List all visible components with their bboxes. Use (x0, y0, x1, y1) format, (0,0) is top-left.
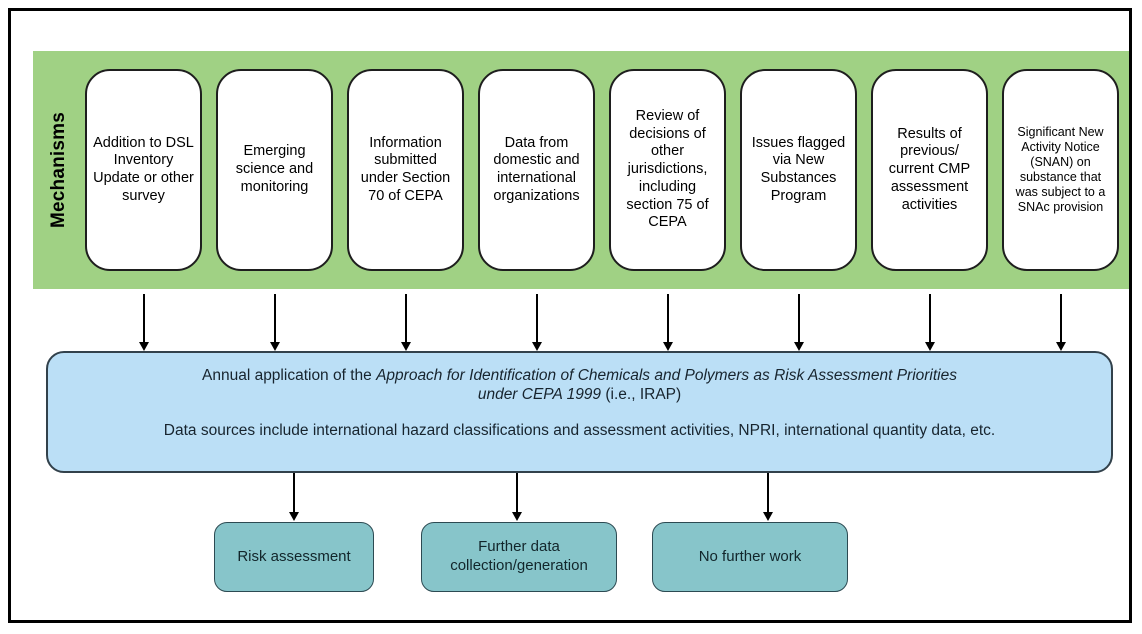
mechanism-box-other-jurisdictions: Review of decisions of other jurisdictio… (609, 69, 726, 271)
down-arrow-icon (288, 473, 300, 521)
arrow-row-spacer (33, 289, 85, 351)
mechanism-box-new-substances: Issues flagged via New Substances Progra… (740, 69, 857, 271)
mechanism-box-snac: Significant New Activity Notice (SNAN) o… (1002, 69, 1119, 271)
mechanism-box-emerging-science: Emerging science and monitoring (216, 69, 333, 271)
irap-line2-regular: (i.e., IRAP) (601, 386, 682, 403)
down-arrow-icon (662, 289, 673, 351)
mechanism-box-section-70: Information submitted under Section 70 o… (347, 69, 464, 271)
irap-line1: Annual application of the Approach for I… (74, 366, 1085, 385)
down-arrow-icon (269, 289, 280, 351)
mechanism-box-dsl-inventory: Addition to DSL Inventory Update or othe… (85, 69, 202, 271)
mechanism-boxes-row: Addition to DSL Inventory Update or othe… (85, 51, 1129, 289)
down-arrow-icon (400, 289, 411, 351)
mechanism-arrows-row (33, 289, 1129, 351)
outcome-box-no-further-work: No further work (652, 522, 848, 592)
outcome-arrow-2 (511, 473, 523, 521)
outcome-box-risk-assessment: Risk assessment (214, 522, 374, 592)
mechanisms-label: Mechanisms (48, 111, 70, 229)
outer-frame: Mechanisms Addition to DSL Inventory Upd… (8, 8, 1132, 623)
outcome-arrow-1 (288, 473, 300, 521)
mechanisms-band: Mechanisms Addition to DSL Inventory Upd… (33, 51, 1129, 289)
down-arrow-icon (924, 289, 935, 351)
outcome-box-further-data: Further data collection/generation (421, 522, 617, 592)
mechanism-box-domestic-international-data: Data from domestic and international org… (478, 69, 595, 271)
irap-line1-regular: Annual application of the (202, 367, 377, 384)
irap-data-sources-line: Data sources include international hazar… (163, 422, 996, 439)
down-arrow-icon (138, 289, 149, 351)
outcome-arrow-3 (762, 473, 774, 521)
down-arrow-icon (1055, 289, 1066, 351)
down-arrow-icon (531, 289, 542, 351)
down-arrow-icon (762, 473, 774, 521)
irap-process-box: Annual application of the Approach for I… (46, 351, 1113, 473)
down-arrow-icon (793, 289, 804, 351)
mechanisms-label-column: Mechanisms (33, 51, 85, 289)
arrow-cells (85, 289, 1129, 351)
down-arrow-icon (511, 473, 523, 521)
mechanism-box-cmp-results: Results of previous/ current CMP assessm… (871, 69, 988, 271)
irap-line2: under CEPA 1999 (i.e., IRAP) (74, 385, 1085, 404)
irap-line2-italic: under CEPA 1999 (477, 386, 602, 403)
irap-line1-italic: Approach for Identification of Chemicals… (376, 367, 957, 384)
